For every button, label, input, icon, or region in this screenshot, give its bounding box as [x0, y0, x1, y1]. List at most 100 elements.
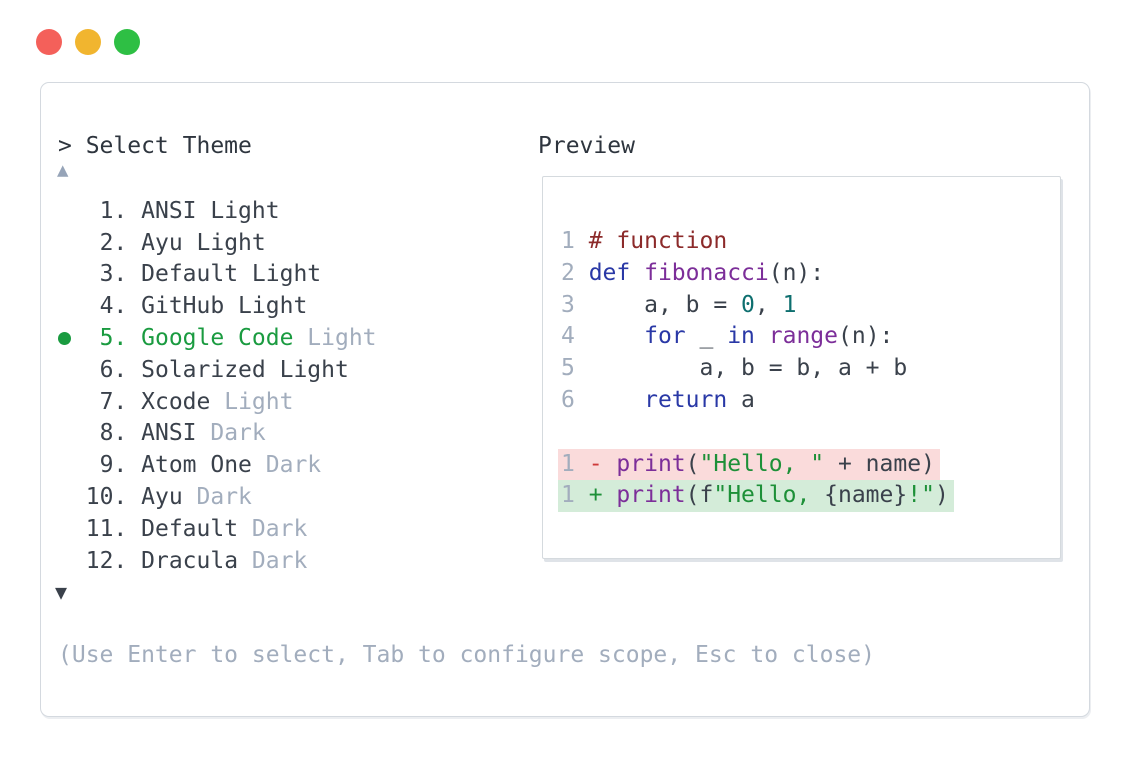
- theme-item-name: Default: [141, 515, 239, 542]
- token-fn: print: [616, 482, 686, 509]
- token-p: [755, 323, 769, 349]
- theme-item-name: Google Code: [141, 325, 294, 352]
- token-plus: +: [588, 482, 617, 509]
- theme-item-name: Ayu: [141, 484, 183, 511]
- theme-item-name: Dracula: [141, 547, 239, 574]
- theme-list-item[interactable]: 9. Atom One Dark: [58, 449, 377, 481]
- theme-list-item[interactable]: 5. Google Code Light: [58, 322, 377, 354]
- theme-item-variant: Light: [307, 325, 377, 352]
- token-p: ): [934, 482, 949, 509]
- token-p: a, b = b, a + b: [588, 355, 908, 382]
- scroll-down-indicator[interactable]: ▼: [55, 580, 68, 604]
- line-number: 5: [561, 355, 589, 382]
- theme-item-number: 9.: [99, 452, 128, 479]
- token-p: (: [685, 450, 700, 477]
- theme-item-name: ANSI: [141, 420, 197, 447]
- theme-item-number: 3.: [99, 261, 128, 288]
- token-p: (f: [685, 482, 714, 509]
- code-line: 2 def fibonacci(n):: [561, 258, 1060, 290]
- line-number: 1: [561, 482, 589, 509]
- theme-item-number: 5.: [99, 325, 128, 352]
- theme-item-name: GitHub Light: [141, 293, 308, 320]
- theme-item-name: Solarized Light: [141, 356, 349, 383]
- line-number: 1: [561, 450, 589, 477]
- theme-list-item[interactable]: 8. ANSI Dark: [58, 418, 377, 450]
- token-fn: range: [768, 323, 838, 350]
- theme-item-number: 2.: [99, 229, 128, 256]
- theme-item-number: 11.: [85, 515, 128, 542]
- code-line: 5 a, b = b, a + b: [561, 353, 1060, 385]
- theme-item-number: 1.: [99, 197, 128, 224]
- token-p: a: [727, 386, 755, 413]
- token-num: 0: [741, 291, 755, 318]
- token-str: !": [907, 482, 935, 509]
- code-line-content: 4 for _ in range(n):: [558, 321, 898, 353]
- token-p: [630, 260, 644, 286]
- help-text: (Use Enter to select, Tab to configure s…: [58, 642, 875, 668]
- line-number: 3: [561, 291, 589, 318]
- token-fn: print: [616, 450, 686, 477]
- theme-list-item[interactable]: 3. Default Light: [58, 259, 377, 291]
- theme-item-variant: Dark: [251, 515, 308, 542]
- code-line-content: 1 # function: [558, 226, 732, 258]
- theme-item-number: 4.: [99, 293, 128, 320]
- theme-list-item[interactable]: 11. Default Dark: [58, 513, 377, 545]
- code-line: 4 for _ in range(n):: [561, 321, 1060, 353]
- select-theme-prompt: > Select Theme: [58, 133, 252, 159]
- code-line: [561, 417, 1060, 449]
- theme-list-item[interactable]: 2. Ayu Light: [58, 227, 377, 259]
- theme-item-number: 6.: [99, 356, 128, 383]
- theme-item-variant: Dark: [196, 484, 252, 511]
- theme-list-item[interactable]: 6. Solarized Light: [58, 354, 377, 386]
- token-p: (n):: [838, 323, 894, 350]
- line-number: 4: [561, 323, 589, 350]
- token-p: + name): [824, 450, 935, 477]
- theme-list-item[interactable]: 10. Ayu Dark: [58, 481, 377, 513]
- token-p: _: [685, 323, 728, 350]
- close-window-button[interactable]: [36, 29, 62, 55]
- minimize-window-button[interactable]: [75, 29, 101, 55]
- theme-item-name: Atom One: [141, 452, 252, 479]
- code-line: 1 # function: [561, 226, 1060, 258]
- theme-item-name: Default Light: [141, 261, 322, 288]
- theme-list-item[interactable]: 4. GitHub Light: [58, 290, 377, 322]
- theme-item-number: 7.: [99, 388, 128, 415]
- token-p: (n):: [768, 259, 825, 286]
- token-str: "Hello, ": [699, 450, 825, 477]
- diff-line-added: 1 + print(f"Hello, {name}!"): [558, 480, 1060, 513]
- zoom-window-button[interactable]: [114, 29, 140, 55]
- theme-item-name: Ayu Light: [141, 229, 266, 256]
- token-kw: in: [727, 323, 755, 350]
- token-p: [589, 323, 644, 349]
- theme-item-number: 12.: [85, 547, 128, 574]
- selected-dot-icon: [58, 331, 71, 345]
- diff-line-removed: 1 - print("Hello, " + name): [558, 448, 1060, 481]
- theme-item-variant: Dark: [210, 420, 266, 447]
- code-line-content: [558, 417, 566, 449]
- token-p: {name}: [824, 482, 908, 509]
- theme-item-name: ANSI Light: [141, 197, 280, 224]
- theme-item-number: 8.: [99, 420, 128, 447]
- token-p: a, b =: [588, 291, 742, 318]
- code-line: 3 a, b = 0, 1: [561, 290, 1060, 322]
- theme-item-variant: Light: [224, 388, 294, 415]
- code-line: 6 return a: [561, 385, 1060, 417]
- token-kw: for: [644, 323, 686, 350]
- scroll-up-indicator[interactable]: ▲: [57, 159, 69, 181]
- line-number: 2: [561, 259, 589, 286]
- code-line-content: 3 a, b = 0, 1: [558, 290, 801, 322]
- token-num: 1: [782, 291, 797, 318]
- theme-item-number: 10.: [85, 484, 128, 511]
- token-str: "Hello,: [713, 482, 825, 509]
- token-kw: return: [644, 386, 728, 413]
- theme-list-item[interactable]: 1. ANSI Light: [58, 195, 377, 227]
- code-line-content: 6 return a: [558, 385, 760, 417]
- theme-item-variant: Dark: [265, 452, 322, 479]
- code-line-content: 2 def fibonacci(n):: [558, 258, 829, 290]
- line-number: 1: [561, 228, 589, 254]
